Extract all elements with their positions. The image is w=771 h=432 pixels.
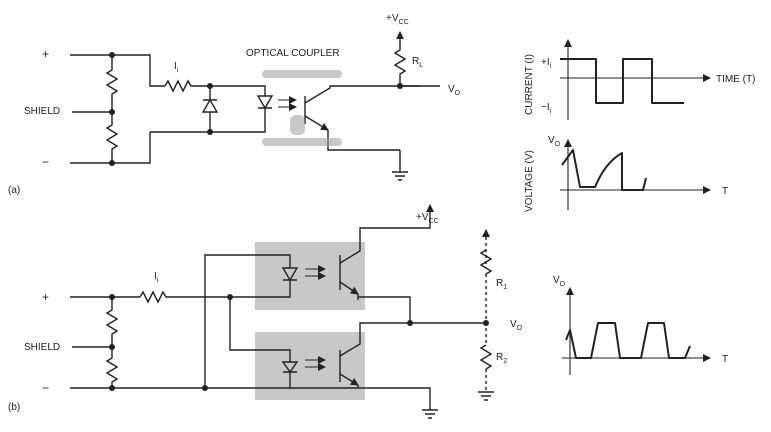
current-graph-negative-level: −Ii [541, 102, 552, 115]
circuit-b-minus-terminal: − [42, 381, 49, 395]
circuit-b-supply-label: +VCC [416, 212, 439, 225]
circuit-b-wiring [70, 204, 486, 419]
circuit-a-shield-label: SHIELD [24, 106, 60, 117]
voltage-graph-top-label: VO [548, 135, 561, 148]
circuit-a-plus-terminal: + [42, 47, 49, 61]
circuit-a: + − SHIELD (a) [8, 13, 461, 196]
current-graph-x-axis-label: TIME (T) [716, 74, 755, 85]
output-graph-b-x-axis-label: T [722, 354, 728, 365]
circuit-b-shield-label: SHIELD [24, 342, 60, 353]
circuit-a-load-resistor-label: RL [412, 56, 423, 69]
circuit-a-output-label: VO [448, 84, 461, 97]
circuit-b-panel-label: (b) [8, 402, 20, 413]
circuit-a-coupler-title: OPTICAL COUPLER [246, 48, 340, 59]
circuit-a-current-label: Ii [174, 61, 179, 74]
output-graph-b-top-label: VO [553, 275, 566, 288]
circuit-a-panel-label: (a) [8, 185, 20, 196]
circuit-b-output-label: VO [510, 319, 523, 332]
voltage-graph: VO T VOLTAGE (V) [524, 135, 728, 212]
circuit-b-coupler-shading [255, 242, 365, 400]
circuit-a-light-arrows [278, 96, 297, 111]
circuit-b-r1-label: R1 [496, 278, 507, 291]
current-graph: +Ii −Ii TIME (T) CURRENT (I) [524, 39, 755, 120]
output-graph-b: VO T [553, 275, 728, 375]
current-graph-positive-level: +Ii [541, 57, 552, 70]
current-graph-y-axis-label: CURRENT (I) [524, 54, 535, 115]
circuit-a-wiring [70, 31, 440, 181]
circuit-b: + − SHIELD (b) [8, 204, 523, 419]
circuit-b-plus-terminal: + [42, 290, 49, 304]
circuit-b-divider-network [478, 229, 494, 401]
voltage-graph-y-axis-label: VOLTAGE (V) [524, 150, 535, 212]
circuit-a-minus-terminal: − [42, 155, 49, 169]
circuit-a-junctions [109, 52, 403, 166]
circuit-b-r2-label: R2 [496, 352, 507, 365]
circuit-b-light-arrows [305, 265, 326, 371]
circuit-a-coupler-shading [262, 70, 342, 146]
circuit-a-supply-label: +VCC [386, 13, 409, 26]
voltage-graph-x-axis-label: T [722, 186, 728, 197]
circuit-b-junctions [109, 294, 489, 391]
circuit-b-current-label: Ii [154, 271, 159, 284]
